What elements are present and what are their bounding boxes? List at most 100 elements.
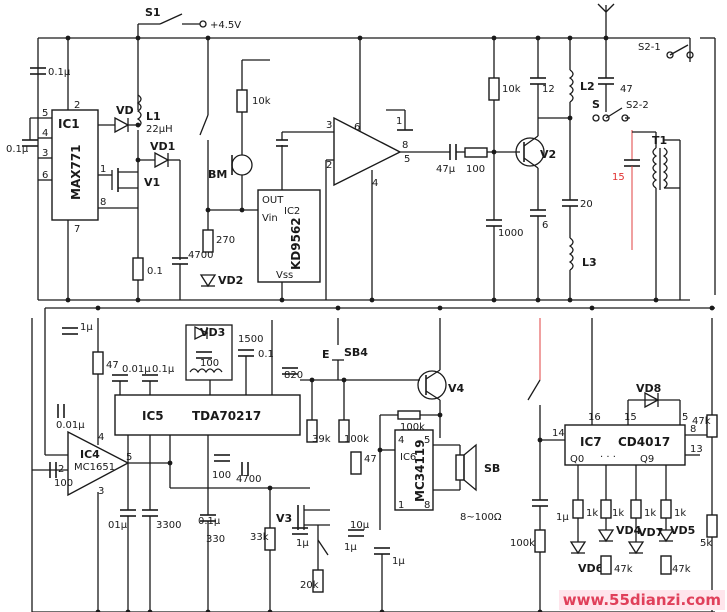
ic6-label: IC6 [400, 452, 416, 463]
c12-label: 12 [542, 84, 555, 95]
v2-transistor [515, 137, 545, 167]
s1-switch-blade[interactable] [159, 13, 183, 25]
op-pin5: 5 [404, 154, 410, 165]
r47k-b-resistor [600, 555, 612, 575]
opamp-triangle [333, 116, 402, 187]
vd2-label: VD2 [218, 274, 243, 287]
c47u-label: 47μ [436, 164, 456, 175]
c1000-label: 1000 [498, 228, 523, 239]
t1-secondary [662, 147, 668, 189]
l2-inductor [568, 69, 574, 103]
r47k-label: 47k [692, 416, 711, 427]
r100k2-label: 100k [400, 422, 425, 433]
r10k1-resistor [236, 89, 248, 113]
r47k-c-resistor [660, 555, 672, 575]
r100k2-resistor [397, 410, 421, 420]
r1k-b-resistor [600, 499, 612, 519]
ic2-vss-label: Vss [276, 270, 293, 281]
s2-1-label: S2-1 [638, 42, 661, 53]
junctions [65, 35, 715, 612]
ic1-pin5: 5 [42, 108, 48, 119]
ic7-part: CD4017 [618, 435, 670, 449]
r1k-a-resistor [572, 499, 584, 519]
e-label: E [322, 348, 330, 361]
ic5-chip [114, 394, 301, 436]
c330-label: 330 [206, 534, 225, 545]
c100b-label: 100 [54, 478, 73, 489]
r10k2-label: 10k [502, 84, 521, 95]
c1u-ic7-label: 1μ [556, 512, 569, 523]
c820-label: 820 [284, 370, 303, 381]
l1-label: L1 [146, 110, 161, 123]
ic1-chip [51, 109, 99, 221]
r47b-resistor [350, 451, 362, 475]
r1k-b-label: 1k [612, 508, 624, 519]
v4-transistor [417, 370, 447, 400]
ic7-chip [564, 424, 686, 466]
bm-label: BM [208, 168, 227, 181]
vd7-label: VD7 [638, 526, 663, 539]
vd6-led [569, 541, 587, 555]
ic6-part: MC34119 [413, 440, 427, 503]
plus45-label: +4.5V [210, 20, 241, 31]
r47-label: 47 [106, 360, 119, 371]
ic4-pin4: 4 [98, 432, 104, 443]
vd1-label: VD1 [150, 140, 175, 153]
vd5-label: VD5 [670, 524, 695, 537]
c01u-top-label: 0.1μ [48, 67, 71, 78]
ic7-q9: Q9 [640, 454, 654, 465]
c01-d-label: 0.1 [258, 349, 274, 360]
ic1-part: MAX771 [69, 144, 83, 200]
r270-resistor [202, 229, 214, 253]
plus45-terminal [199, 20, 207, 28]
c20-label: 20 [580, 199, 593, 210]
r20k-resistor [312, 569, 324, 593]
sb-label: SB [484, 462, 500, 475]
c1u-d-label: 1μ [392, 556, 405, 567]
vd4-label: VD4 [616, 524, 642, 537]
op-pin8: 8 [402, 140, 408, 151]
r01-resistor [132, 257, 144, 281]
vd5-led [657, 529, 675, 543]
c6-label: 6 [542, 220, 548, 231]
r01-label: 0.1 [147, 266, 163, 277]
s2-1-switch[interactable] [669, 44, 689, 56]
l2-label: L2 [580, 80, 595, 93]
ic7-pin8: 8 [690, 424, 696, 435]
c4700b-label: 4700 [236, 474, 261, 485]
ic4-part: MC1651 [74, 462, 115, 473]
ic6-pin4: 4 [398, 435, 404, 446]
c4700u-label: 4700 [188, 250, 213, 261]
t1-primary [652, 147, 658, 189]
vd6-label: VD6 [578, 562, 604, 575]
vd-diode [114, 116, 130, 134]
ic7-label: IC7 [580, 435, 602, 449]
l1-inductor [136, 94, 142, 128]
ic2-part: KD9562 [289, 217, 303, 270]
r100k3-label: 100k [510, 538, 535, 549]
r1k-a-label: 1k [586, 508, 598, 519]
ic7-pin16: 16 [588, 412, 601, 423]
ic1-pin8: 8 [100, 197, 106, 208]
c3300-label: 3300 [156, 520, 181, 531]
c01u-left-label: 0.1μ [6, 144, 29, 155]
ic4-triangle [67, 430, 130, 497]
ic1-label: IC1 [58, 117, 80, 131]
ic2-chip [257, 189, 321, 283]
vd3-label: VD3 [200, 326, 225, 339]
c01u-f-label: 0.1μ [198, 516, 221, 527]
r33k-label: 33k [250, 532, 269, 543]
s2-2-switch[interactable] [605, 107, 623, 119]
l3-label: L3 [582, 256, 597, 269]
ic5-label: IC5 [142, 409, 164, 423]
ic7-pin5: 5 [682, 412, 688, 423]
ic7-pin15: 15 [624, 412, 637, 423]
sb-speaker-coil [455, 454, 465, 481]
r1k-d-label: 1k [674, 508, 686, 519]
v4-label: V4 [448, 382, 465, 395]
c01u-c-label: 0.1μ [152, 364, 175, 375]
op-pin3: 3 [326, 120, 332, 131]
r1k-d-resistor [660, 499, 672, 519]
vd8-diode [644, 391, 660, 409]
